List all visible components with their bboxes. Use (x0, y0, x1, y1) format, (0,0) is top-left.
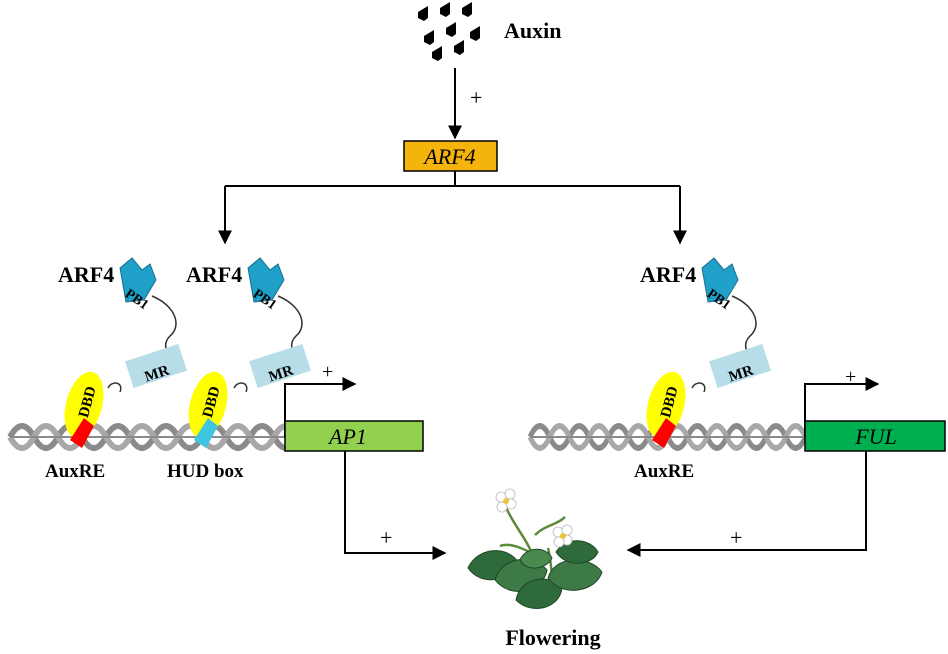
arf4-gene-label: ARF4 (422, 144, 475, 169)
dbd-domain-1 (64, 371, 104, 439)
auxre-label-left: AuxRE (45, 461, 105, 482)
mr-domain-3 (709, 344, 771, 388)
arf4-protein-label-2: ARF4 (186, 262, 242, 287)
mr-label-1: MR (143, 363, 172, 386)
ap1-gene-box (284, 420, 424, 452)
ap1-promoter-arrow (284, 377, 357, 437)
auxin-particles-icon (418, 2, 480, 61)
dbd-label-1: DBD (76, 385, 100, 420)
auxre-label-right: AuxRE (634, 461, 694, 482)
dbd-label-3: DBD (658, 385, 682, 420)
ful-promoter-arrow (804, 377, 880, 437)
arf4-protein-label-1: ARF4 (58, 262, 114, 287)
strawberry-plant-icon (467, 488, 603, 609)
mr-label-3: MR (727, 363, 756, 386)
flowering-label: Flowering (505, 625, 600, 650)
mr-domain-2 (249, 344, 311, 388)
ful-gene-label: FUL (854, 424, 897, 449)
plus-sign-ful-promoter: + (845, 366, 856, 388)
flower-icon (495, 488, 517, 513)
hud-box-site (194, 418, 218, 448)
plus-sign-ap1: + (380, 525, 392, 550)
ap1-to-flowering-arrow (344, 451, 447, 560)
pb1-domain-3 (701, 257, 739, 303)
plus-sign-auxin: + (470, 85, 482, 110)
branch-lines (218, 171, 687, 245)
hud-box-label: HUD box (167, 461, 244, 482)
plus-sign-ap1-promoter: + (322, 361, 333, 383)
ful-gene-box (804, 420, 946, 452)
mr-label-2: MR (267, 363, 296, 386)
pb1-domain-2 (247, 257, 285, 303)
ful-to-flowering-arrow (626, 451, 867, 557)
auxin-label: Auxin (504, 18, 561, 43)
dna-helix-left (10, 426, 346, 448)
auxre-site-left (70, 418, 94, 448)
dbd-domain-2 (188, 371, 228, 439)
ap1-gene-label: AP1 (327, 424, 367, 449)
plus-sign-ful: + (730, 525, 742, 550)
dbd-label-2: DBD (200, 385, 224, 420)
auxre-site-right (652, 418, 676, 448)
arf4-gene-box (403, 140, 498, 172)
flower-icon (552, 524, 573, 548)
mr-domain-1 (125, 344, 187, 388)
arf4-protein-3: PB1 MR DBD (646, 257, 771, 448)
arf4-protein-label-3: ARF4 (640, 262, 696, 287)
dbd-domain-3 (646, 371, 686, 439)
pb1-domain-1 (119, 257, 157, 303)
